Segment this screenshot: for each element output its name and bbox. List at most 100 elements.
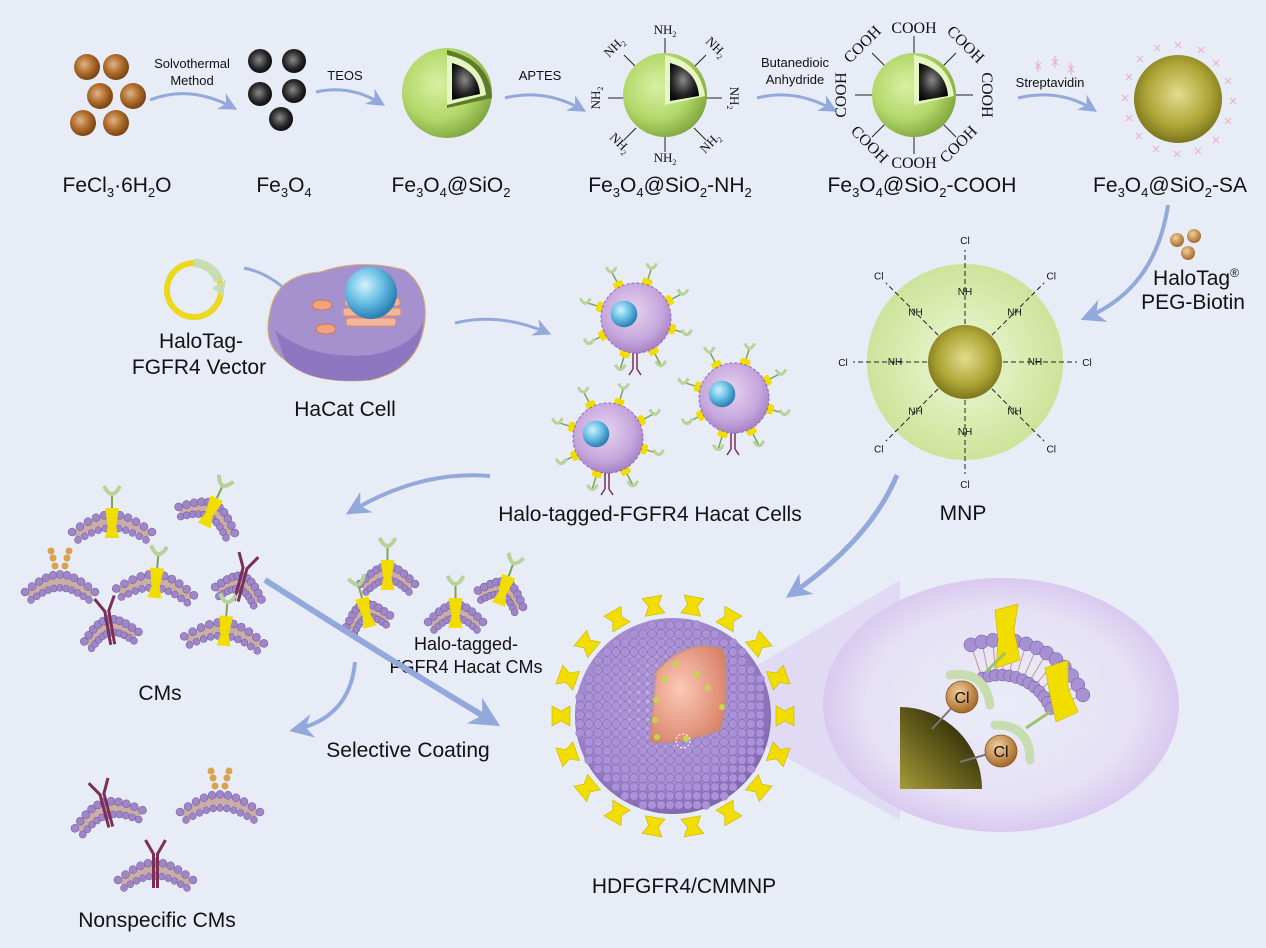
membrane-fragment (20, 547, 100, 604)
zoom-membrane (963, 603, 1091, 723)
fgfr4-receptor (680, 594, 705, 617)
fgfr4-receptor (680, 815, 705, 838)
fgfr4-receptor (448, 598, 463, 628)
halotag-icon (613, 363, 627, 372)
membrane-fragment (355, 537, 420, 596)
inner-binding-sites (652, 661, 725, 742)
halotag-icon (216, 474, 235, 488)
fgfr4-receptor (573, 773, 602, 803)
svg-text:COOH: COOH (937, 122, 981, 166)
fgfr4-receptor (197, 495, 224, 529)
arrow-label-solvothermal: Solvothermal (154, 56, 230, 71)
fgfr4-receptor (603, 605, 631, 633)
halotag-icon (645, 262, 659, 270)
peg-chain (991, 282, 1045, 336)
ligand-bead (61, 562, 69, 570)
halotag-icon (582, 338, 596, 346)
chain-cl: Cl (1047, 444, 1056, 455)
label-halotag-reagent-line1: HaloTag® (1153, 266, 1239, 290)
antibody-icon (600, 473, 614, 496)
fe3o4-particles (248, 49, 306, 131)
ligand-bead (207, 767, 215, 775)
fgfr4-receptor (765, 664, 791, 691)
label-tagged-cells: Halo-tagged-FGFR4 Hacat Cells (498, 503, 801, 526)
halotag-icon (506, 552, 526, 566)
chain-cl: Cl (874, 444, 883, 455)
label-fe3o4: Fe3O4 (256, 174, 311, 200)
label-cms: CMs (138, 682, 181, 705)
chain-nh: NH (1028, 357, 1042, 368)
svg-text:NH2: NH2 (605, 129, 633, 157)
fgfr4-receptor (551, 705, 571, 727)
nucleus (582, 420, 610, 448)
svg-text:COOH: COOH (943, 23, 987, 67)
fgfr4-receptor (355, 596, 377, 629)
svg-text:NH2: NH2 (701, 33, 729, 61)
arrow-sa-to-mnp (1080, 204, 1170, 323)
fgfr4-receptor (765, 741, 791, 768)
chain-cl: Cl (960, 236, 969, 247)
tagged-cell (677, 342, 791, 456)
peg-chain (885, 388, 939, 442)
halotag-icon (648, 408, 662, 416)
fgfr4-receptor (641, 594, 666, 617)
membrane-fragment (342, 574, 395, 637)
ligand-bead (225, 767, 233, 775)
tagged-cms-membranes (342, 537, 528, 637)
cl-label-2: Cl (993, 744, 1008, 761)
label-nonspecific-cms: Nonspecific CMs (78, 909, 236, 932)
ligand-bead (221, 782, 229, 790)
hdfgfr4-cmmnp-particle: HDFGFR4/CMMNP (551, 594, 795, 898)
chain-cl: Cl (960, 480, 969, 491)
nonspecific-cms-membranes (70, 767, 265, 892)
zoom-inset: Cl Cl (690, 578, 1179, 832)
svg-text:NH2: NH2 (654, 150, 677, 167)
arrow-streptavidin: Streptavidin (1016, 56, 1098, 112)
label-mnp: MNP (940, 502, 987, 525)
tagged-cell (579, 262, 693, 376)
fe3o4-sio2-cooh-particle: COOH COOH COOH COOH COOH COOH COOH COOH (833, 20, 995, 172)
arrow-butanedioic: Butanedioic Anhydride (756, 55, 838, 112)
halotag-icon (711, 443, 725, 452)
synthesis-labels: FeCl3·6H2O Fe3O4 Fe3O4@SiO2 Fe3O4@SiO2-N… (63, 174, 1247, 200)
halotag-icon (752, 440, 766, 448)
chain-cl: Cl (838, 358, 847, 369)
membrane-fragment (79, 595, 143, 653)
label-fe3o4-sio2: Fe3O4@SiO2 (392, 174, 511, 200)
antibody-icon (93, 595, 117, 646)
ligand-bead (47, 547, 55, 555)
halotag-vector-plasmid: HaloTag- FGFR4 Vector (132, 258, 266, 379)
membrane-fragment (175, 767, 265, 824)
hacat-cell: HaCat Cell (267, 264, 426, 421)
arrow-cells-to-cms (345, 473, 491, 515)
arrow-selective-coating: Selective Coating (263, 577, 501, 762)
fgfr4-receptor (573, 629, 602, 659)
halotag-icon (579, 297, 592, 305)
svg-text:COOH: COOH (891, 155, 937, 172)
fgfr4-receptor (715, 799, 743, 827)
fgfr4-receptor (775, 705, 795, 727)
halotag-icon (149, 544, 169, 557)
halotag-icon (377, 537, 398, 548)
halotag-peg-biotin: HaloTag® PEG-Biotin (1141, 229, 1245, 314)
cl-label-1: Cl (954, 690, 969, 707)
halotag-icon (702, 346, 716, 354)
antibody-icon (232, 551, 260, 602)
svg-text:COOH: COOH (978, 72, 995, 118)
halotag-icon (677, 377, 690, 385)
membrane-fragment (210, 551, 266, 610)
chain-nh: NH (1007, 308, 1021, 319)
membrane-fragment (113, 839, 198, 892)
membrane-fragment (423, 575, 488, 634)
fgfr4-receptor (1044, 659, 1079, 723)
membrane-fragment (67, 485, 157, 544)
ligand-bead (209, 774, 217, 782)
halotag-icon (680, 418, 694, 426)
tagged-cells-cluster (551, 262, 791, 496)
arrow-aptes: APTES (504, 68, 587, 112)
label-hacat-cell: HaCat Cell (294, 398, 396, 421)
halotag-binding-1: Cl (931, 651, 1007, 730)
chain-cl: Cl (874, 272, 883, 283)
chain-nh: NH (908, 406, 922, 417)
label-fecl3: FeCl3·6H2O (63, 174, 172, 200)
